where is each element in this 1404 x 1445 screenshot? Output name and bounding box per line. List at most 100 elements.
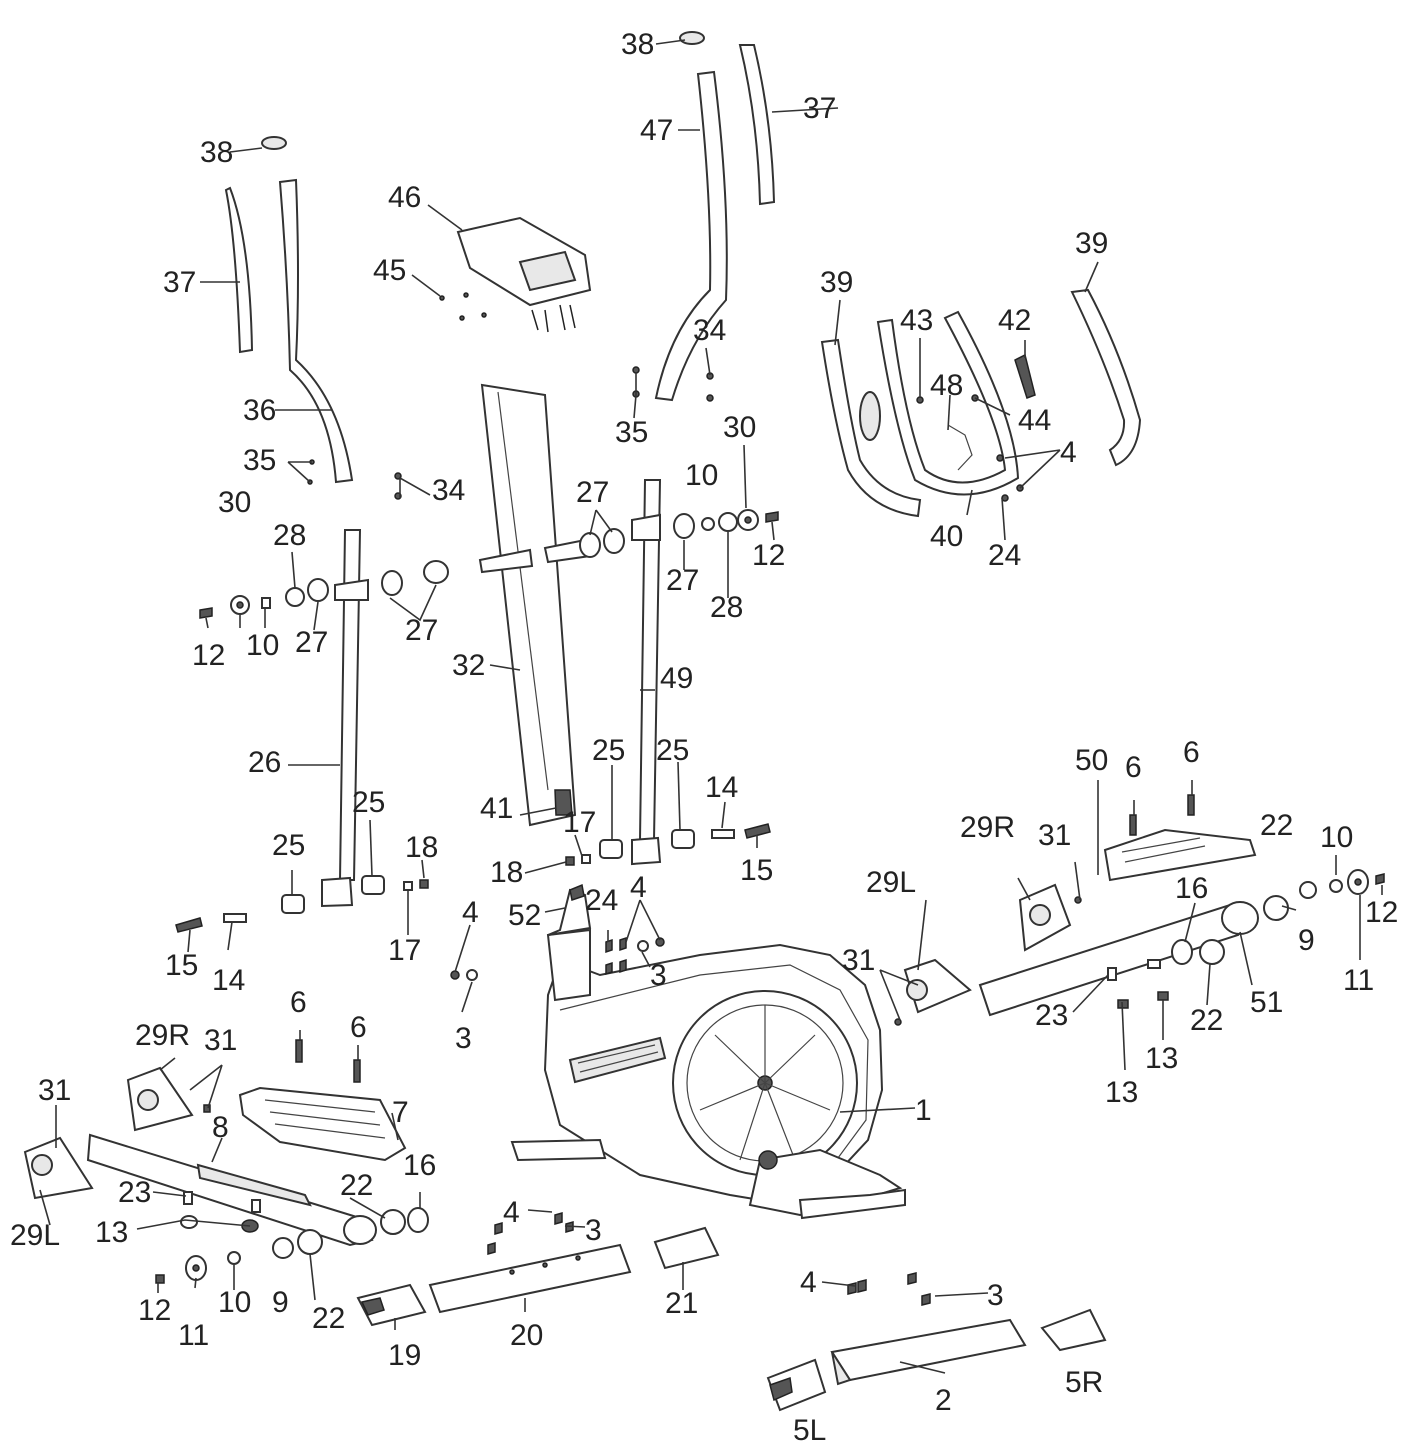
label-5R: 5R: [1065, 1366, 1103, 1399]
end-cap-5R: [1040, 1308, 1107, 1352]
label-6: 6: [1183, 736, 1200, 769]
label-6: 6: [290, 986, 307, 1019]
label-11: 11: [1343, 964, 1374, 997]
label-15: 15: [165, 949, 198, 982]
label-26: 26: [248, 746, 281, 779]
label-25: 25: [352, 786, 385, 819]
pedal-arm-right-part-51: [978, 901, 1259, 1017]
pedal-left-part-7: [238, 1086, 407, 1162]
label-23: 23: [1035, 999, 1068, 1032]
label-10: 10: [218, 1286, 251, 1319]
label-27: 27: [666, 564, 699, 597]
label-22: 22: [340, 1169, 373, 1202]
label-13: 13: [1105, 1076, 1138, 1109]
console-part-46: [456, 216, 592, 333]
label-12: 12: [1365, 896, 1398, 929]
label-11: 11: [178, 1319, 209, 1352]
label-17: 17: [563, 806, 596, 839]
label-6: 6: [350, 1011, 367, 1044]
label-32: 32: [452, 649, 485, 682]
pedal-cover-part-29L-right: [903, 958, 972, 1014]
lower-arm-left-part-26: [321, 529, 369, 908]
label-3: 3: [650, 959, 667, 992]
label-37: 37: [803, 92, 836, 125]
label-42: 42: [998, 304, 1031, 337]
label-35: 35: [615, 416, 648, 449]
label-18: 18: [405, 831, 438, 864]
label-29L: 29L: [866, 866, 916, 899]
label-14: 14: [212, 964, 245, 997]
end-cap-right-part-38: [679, 31, 705, 45]
label-22: 22: [312, 1302, 345, 1335]
label-13: 13: [95, 1216, 128, 1249]
label-6: 6: [1125, 751, 1142, 784]
label-4: 4: [503, 1196, 520, 1229]
label-22: 22: [1260, 809, 1293, 842]
label-19: 19: [388, 1339, 421, 1372]
rear-stabilizer-part-2: [830, 1318, 1027, 1386]
pedal-arm-left-part-8: [86, 1133, 377, 1247]
label-37: 37: [163, 266, 196, 299]
label-30: 30: [723, 411, 756, 444]
lower-arm-right-part-49: [631, 479, 662, 866]
label-10: 10: [1320, 821, 1353, 854]
label-39: 39: [820, 266, 853, 299]
label-49: 49: [660, 662, 693, 695]
leader-lines: [39, 39, 1383, 1374]
pedal-cover-part-29L-left: [23, 1136, 94, 1200]
label-29R: 29R: [135, 1019, 190, 1052]
label-30: 30: [218, 486, 251, 519]
label-38: 38: [621, 28, 654, 61]
label-31: 31: [38, 1074, 71, 1107]
pedal-right-part-50: [1103, 828, 1257, 882]
label-23: 23: [118, 1176, 151, 1209]
label-39: 39: [1075, 227, 1108, 260]
label-27: 27: [405, 614, 438, 647]
label-25: 25: [272, 829, 305, 862]
end-cap-part-21: [653, 1226, 720, 1270]
label-9: 9: [1298, 924, 1315, 957]
end-cap-part-19: [356, 1283, 427, 1327]
side-handlebar-part-40: [876, 310, 1020, 496]
side-handlebar-left-part-39: [820, 338, 922, 518]
label-14: 14: [705, 771, 738, 804]
label-48: 48: [930, 369, 963, 402]
label-4: 4: [800, 1266, 817, 1299]
label-25: 25: [592, 734, 625, 767]
label-29L: 29L: [10, 1219, 60, 1252]
label-10: 10: [685, 459, 718, 492]
label-43: 43: [900, 304, 933, 337]
label-12: 12: [192, 639, 225, 672]
grip-cover-right-part-37: [738, 44, 776, 206]
label-20: 20: [510, 1319, 543, 1352]
label-4: 4: [1060, 436, 1077, 469]
label-16: 16: [403, 1149, 436, 1182]
label-17: 17: [388, 934, 421, 967]
part-labels: 1 2 3 3 3 3 4 4 4 4 4 5L 5R 6 6 6 6 7 8 …: [10, 28, 1398, 1445]
label-15: 15: [740, 854, 773, 887]
pedal-cover-part-29R-left: [126, 1066, 194, 1132]
label-8: 8: [212, 1111, 229, 1144]
label-40: 40: [930, 520, 963, 553]
label-34: 34: [693, 314, 726, 347]
label-10: 10: [246, 629, 279, 662]
label-44: 44: [1018, 404, 1051, 437]
label-31: 31: [842, 944, 875, 977]
pedal-cover-part-29R-right: [1018, 883, 1072, 952]
label-29R: 29R: [960, 811, 1015, 844]
label-27: 27: [295, 626, 328, 659]
end-cap-left-part-38: [261, 136, 287, 150]
label-31: 31: [1038, 819, 1071, 852]
label-47: 47: [640, 114, 673, 147]
label-2: 2: [935, 1384, 952, 1417]
label-16: 16: [1175, 872, 1208, 905]
grip-cover-left-part-37: [224, 186, 254, 354]
label-18: 18: [490, 856, 523, 889]
label-24: 24: [988, 539, 1021, 572]
label-12: 12: [752, 539, 785, 572]
label-22-b: 22: [1190, 1004, 1223, 1037]
label-12: 12: [138, 1294, 171, 1327]
label-27: 27: [576, 476, 609, 509]
label-45: 45: [373, 254, 406, 287]
upper-handlebar-left-part-36: [278, 178, 354, 484]
